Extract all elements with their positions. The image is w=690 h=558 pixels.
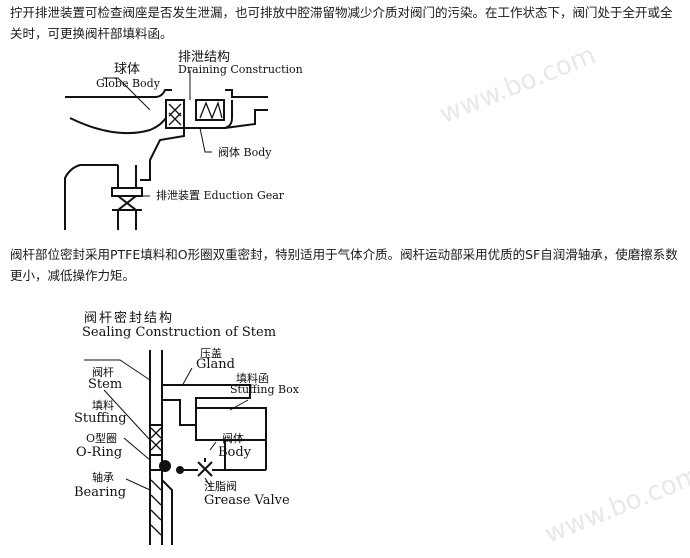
stem-seal-title-cn: 阀杆密封结构 (84, 311, 175, 326)
stuffing-label-en: Stuffing (74, 411, 127, 426)
stuffing-box-label-cn: 填料函 (236, 372, 269, 385)
stuffing-box-label-en: Stuffing Box (230, 383, 299, 396)
paragraph-drainage: 拧开排泄装置可检查阀座是否发生泄漏，也可排放中腔滞留物减少介质对阀门的污染。在工… (10, 5, 673, 41)
draining-label-cn: 排泄结构 (178, 50, 231, 65)
gland-label-en: Gland (196, 357, 235, 372)
oring-label-en: O-Ring (76, 445, 123, 460)
oring-label-cn: O型圈 (86, 432, 118, 445)
globe-body-label-cn: 球体 (114, 62, 141, 77)
paragraph-stem-seal: 阀杆部位密封采用PTFE填料和O形圈双重密封，特别适用于气体介质。阀杆运动部采用… (10, 247, 678, 283)
valve-body-label: 阀体 Body (218, 146, 272, 159)
grease-valve-label-cn: 注脂阀 (204, 480, 237, 493)
draining-label-en: Draining Construction (178, 63, 303, 76)
bearing-label-en: Bearing (74, 485, 127, 500)
eduction-gear-label: 排泄装置 Eduction Gear (156, 189, 285, 202)
stem-label-en: Stem (88, 377, 123, 392)
globe-body-label-en: Globe Body (96, 77, 160, 90)
gland-label-cn: 压盖 (200, 347, 222, 360)
stem-seal-title-en: Sealing Construction of Stem (82, 325, 277, 340)
body-label-cn: 阀体 (222, 432, 244, 445)
stuffing-label-cn: 填料 (92, 399, 114, 412)
grease-valve-label-en: Grease Valve (204, 493, 290, 508)
bearing-label-cn: 轴承 (92, 471, 114, 484)
body-label-en: Body (218, 445, 252, 460)
stem-label-cn: 阀杆 (92, 366, 114, 379)
